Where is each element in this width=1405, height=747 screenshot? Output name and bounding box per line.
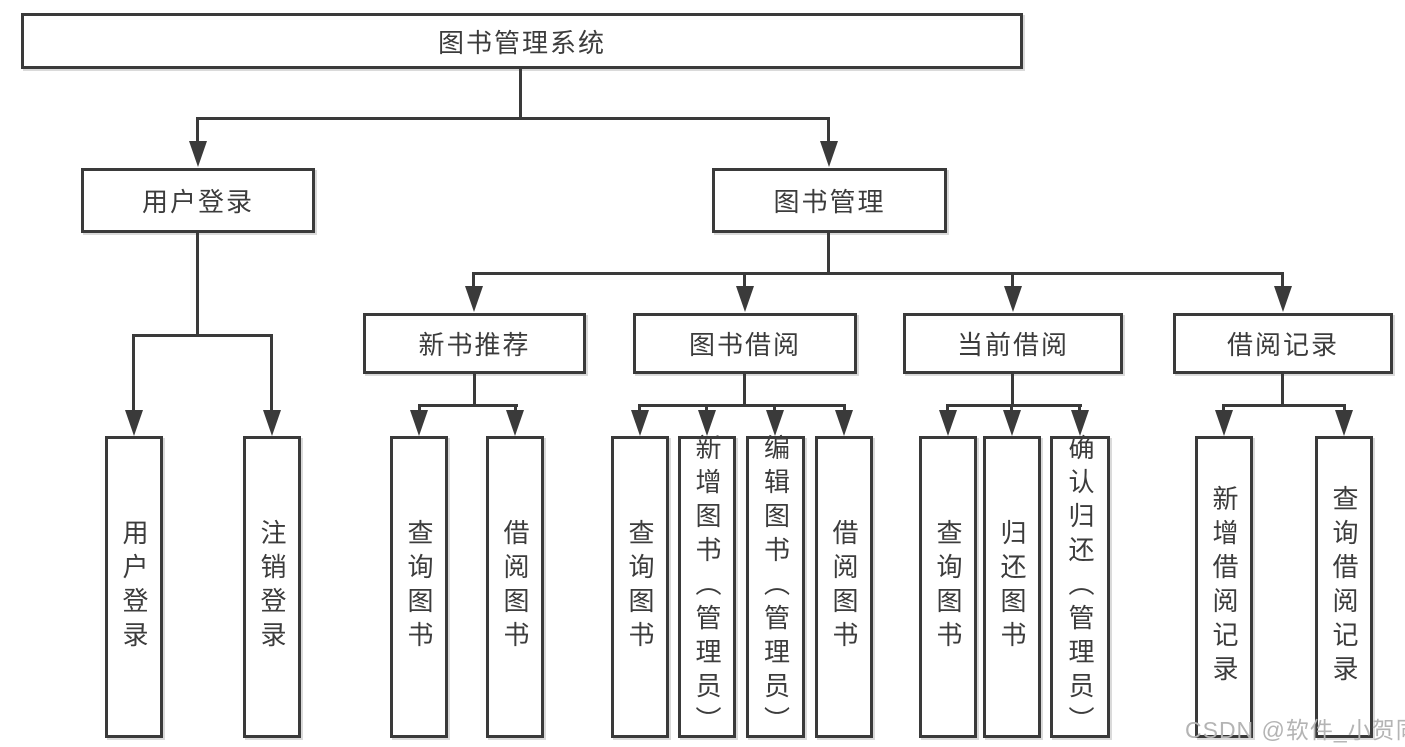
- leaf-borrow-book: 借阅图书: [815, 436, 873, 738]
- leaf-add-borrow-record: 新增借阅记录: [1195, 436, 1253, 738]
- connector-line: [519, 68, 522, 120]
- arrow-down-icon: [631, 410, 649, 436]
- node-user-login: 用户登录: [81, 168, 315, 233]
- arrow-down-icon: [698, 410, 716, 436]
- connector-line: [638, 404, 846, 407]
- arrow-down-icon: [1004, 286, 1022, 312]
- arrow-down-icon: [820, 141, 838, 167]
- leaf-confirm-return-admin: 确认归还（管理员）: [1050, 434, 1110, 740]
- connector-line: [1281, 272, 1284, 290]
- connector-line: [196, 233, 199, 337]
- arrow-down-icon: [766, 410, 784, 436]
- leaf-label: 查询图书: [933, 519, 963, 655]
- leaf-label: 借阅图书: [829, 519, 859, 655]
- connector-line: [1281, 374, 1284, 407]
- node-new-book-recommend: 新书推荐: [363, 313, 586, 374]
- node-label: 当前借阅: [956, 330, 1069, 360]
- arrow-down-icon: [1274, 286, 1292, 312]
- connector-line: [743, 374, 746, 407]
- node-current-borrow: 当前借阅: [903, 313, 1123, 374]
- arrow-down-icon: [1335, 410, 1353, 436]
- leaf-label: 注销登录: [257, 519, 287, 655]
- leaf-logout: 注销登录: [243, 436, 301, 738]
- leaf-label: 查询图书: [404, 519, 434, 655]
- leaf-label: 新增借阅记录: [1209, 485, 1239, 689]
- arrow-down-icon: [1215, 410, 1233, 436]
- arrow-down-icon: [125, 410, 143, 436]
- arrow-down-icon: [1071, 410, 1089, 436]
- arrow-down-icon: [939, 410, 957, 436]
- leaf-label: 借阅图书: [500, 519, 530, 655]
- arrow-down-icon: [736, 286, 754, 312]
- node-label: 图书管理系统: [437, 27, 606, 58]
- leaf-query-book-borrow: 查询图书: [611, 436, 669, 738]
- connector-line: [827, 117, 830, 145]
- connector-line: [270, 334, 273, 414]
- connector-line: [472, 272, 475, 290]
- node-root-library-system: 图书管理系统: [21, 13, 1023, 69]
- arrow-down-icon: [1003, 410, 1021, 436]
- connector-line: [1011, 374, 1014, 407]
- arrow-down-icon: [465, 286, 483, 312]
- leaf-query-borrow-record: 查询借阅记录: [1315, 436, 1373, 738]
- leaf-label: 用户登录: [119, 519, 149, 655]
- leaf-add-book-admin: 新增图书（管理员）: [678, 434, 736, 740]
- leaf-label: 归还图书: [997, 519, 1027, 655]
- node-label: 用户登录: [141, 187, 254, 217]
- leaf-edit-book-admin: 编辑图书（管理员）: [746, 434, 805, 740]
- leaf-borrow-book-recommend: 借阅图书: [486, 436, 544, 738]
- connector-line: [1222, 404, 1346, 407]
- connector-line: [132, 334, 273, 337]
- arrow-down-icon: [410, 410, 428, 436]
- connector-line: [196, 117, 829, 120]
- leaf-query-book-recommend: 查询图书: [390, 436, 448, 738]
- node-borrow-record: 借阅记录: [1173, 313, 1393, 374]
- connector-line: [132, 334, 135, 414]
- leaf-label: 确认归还（管理员）: [1065, 434, 1095, 740]
- connector-line: [1011, 272, 1014, 290]
- leaf-label: 查询借阅记录: [1329, 485, 1359, 689]
- csdn-watermark: CSDN @软件_小贺同学: [1185, 717, 1405, 743]
- arrow-down-icon: [835, 410, 853, 436]
- arrow-down-icon: [506, 410, 524, 436]
- connector-line: [946, 404, 1082, 407]
- leaf-query-book-current: 查询图书: [919, 436, 977, 738]
- node-label: 新书推荐: [418, 330, 531, 360]
- node-label: 图书借阅: [688, 330, 801, 360]
- leaf-return-book: 归还图书: [983, 436, 1041, 738]
- node-book-borrow: 图书借阅: [633, 313, 857, 374]
- leaf-label: 编辑图书（管理员）: [760, 434, 791, 740]
- arrow-down-icon: [189, 141, 207, 167]
- node-label: 借阅记录: [1226, 330, 1339, 360]
- arrow-down-icon: [263, 410, 281, 436]
- node-book-management: 图书管理: [712, 168, 947, 233]
- connector-line: [827, 233, 830, 275]
- node-label: 图书管理: [773, 187, 886, 217]
- connector-line: [196, 117, 199, 145]
- leaf-label: 查询图书: [625, 519, 655, 655]
- connector-line: [472, 272, 1284, 275]
- connector-line: [743, 272, 746, 290]
- leaf-user-login: 用户登录: [105, 436, 163, 738]
- connector-line: [473, 374, 476, 407]
- connector-line: [418, 404, 518, 407]
- leaf-label: 新增图书（管理员）: [692, 434, 722, 740]
